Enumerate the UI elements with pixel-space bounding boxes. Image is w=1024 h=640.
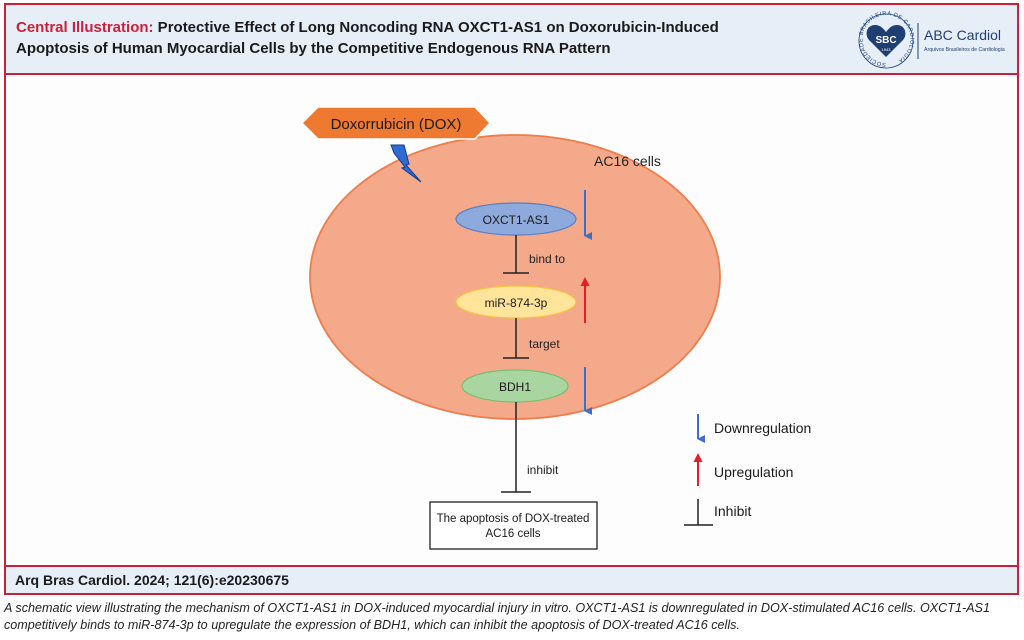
node-oxct1-label: OXCT1-AS1 (483, 213, 550, 227)
seal-year: 1943 (882, 47, 892, 52)
title-prefix: Central Illustration: (16, 19, 154, 36)
outcome-box (429, 501, 598, 550)
ac16-cell (309, 134, 721, 420)
mechanism-diagram: AC16 cells Doxorrubicin (DOX) OXCT1-AS1 … (300, 106, 811, 550)
edge-target-label: target (529, 337, 560, 351)
node-bdh1-label: BDH1 (499, 380, 531, 394)
up-arrow-mir-head (580, 277, 590, 286)
seal-ring (858, 13, 914, 69)
journal-name: ABC Cardiol (924, 27, 1001, 43)
edge-bind-label: bind to (529, 252, 565, 266)
drug-label: Doxorrubicin (DOX) (331, 116, 462, 133)
title-text-1: Protective Effect of Long Noncoding RNA … (153, 19, 719, 36)
legend-down-label: Downregulation (714, 420, 811, 436)
cell-label: AC16 cells (594, 153, 661, 169)
edge-inhibit-label: inhibit (527, 463, 559, 477)
page-title-line-1: Central Illustration: Protective Effect … (16, 19, 719, 36)
outcome-line-2: AC16 cells (486, 528, 541, 540)
footer-bar: Arq Bras Cardiol. 2024; 121(6):e20230675 (6, 565, 1017, 593)
abc-cardiol-logo: SOCIEDADE BRASILEIRA DE CARDIOLOGIA SBC … (858, 11, 1005, 69)
citation: Arq Bras Cardiol. 2024; 121(6):e20230675 (15, 572, 289, 588)
node-mir-label: miR-874-3p (485, 296, 548, 310)
header-bar: Central Illustration: Protective Effect … (6, 5, 1017, 75)
page-title-line-2: Apoptosis of Human Myocardial Cells by t… (16, 40, 611, 57)
lightning-bolt-icon (390, 144, 422, 183)
journal-subtitle: Arquivos Brasileiros de Cardiologia (924, 47, 1005, 53)
node-bdh1 (461, 369, 569, 403)
figure-caption: A schematic view illustrating the mechan… (4, 601, 990, 632)
heart-icon (866, 25, 906, 57)
legend-inhibit-label: Inhibit (714, 503, 751, 519)
legend-up-arrow-icon (693, 453, 703, 462)
outcome-line-1: The apoptosis of DOX-treated (437, 513, 590, 525)
central-illustration-panel: Central Illustration: Protective Effect … (4, 3, 1019, 595)
legend-up-label: Upregulation (714, 464, 793, 480)
drug-hexagon (300, 106, 492, 140)
seal-badge: SBC (875, 35, 896, 46)
